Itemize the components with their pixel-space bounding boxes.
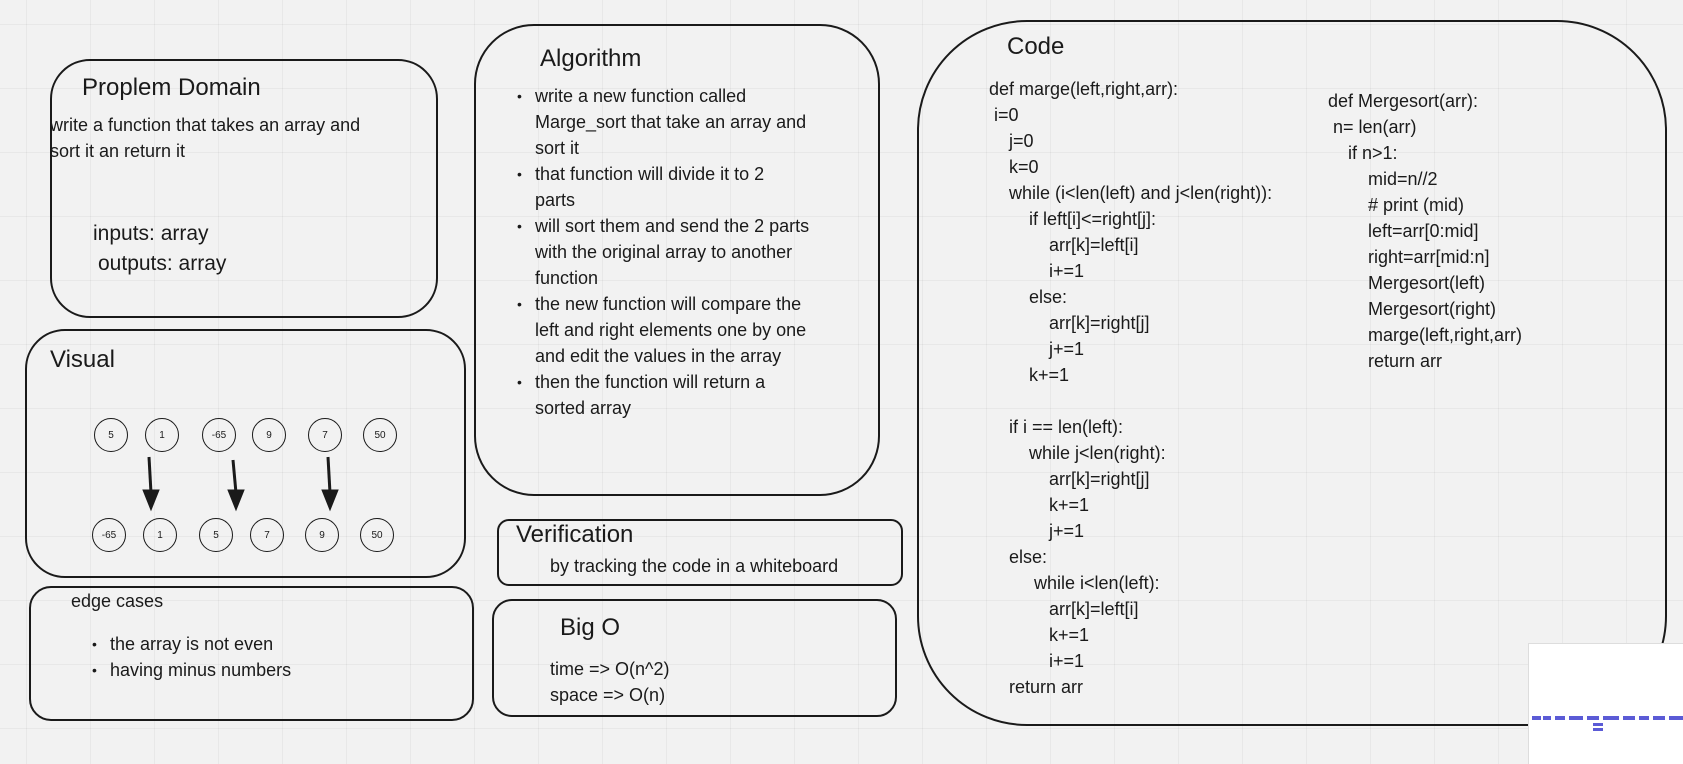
big-o-time: time => O(n^2) [550, 659, 670, 679]
code-line: arr[k]=right[j] [989, 313, 1150, 333]
algorithm-step-line: sorted array [535, 398, 632, 418]
problem-domain-line-1: write a function that takes an array and [50, 115, 361, 135]
code-line: arr[k]=left[i] [989, 235, 1139, 255]
minimap[interactable] [1528, 643, 1683, 764]
problem-domain-outputs: outputs: array [98, 252, 227, 275]
problem-domain-frame[interactable] [50, 59, 438, 318]
code-line: while i<len(left): [989, 573, 1160, 593]
code-line: k+=1 [989, 495, 1090, 515]
down-arrow [142, 456, 160, 512]
array-node: 50 [363, 418, 397, 452]
algorithm-step-line: function [535, 268, 599, 288]
code-line: i=0 [989, 105, 1019, 125]
array-node: -65 [202, 418, 236, 452]
algorithm-step-line: the new function will compare the [535, 294, 802, 314]
code-line: return arr [989, 677, 1084, 697]
array-node: 50 [360, 518, 394, 552]
algorithm-step-line: with the original array to another [535, 242, 793, 262]
visual-frame[interactable] [25, 329, 466, 578]
code-line: arr[k]=left[i] [989, 599, 1139, 619]
array-node: 9 [305, 518, 339, 552]
code-line: k+=1 [989, 625, 1090, 645]
code-line: mid=n//2 [1328, 169, 1438, 189]
code-line: left=arr[0:mid] [1328, 221, 1479, 241]
edge-cases-list: the array is not even having minus numbe… [92, 631, 291, 683]
verification-title: Verification [516, 521, 634, 548]
array-node: 7 [308, 418, 342, 452]
code-line: j+=1 [989, 339, 1085, 359]
algorithm-step-line: left and right elements one by one [535, 320, 807, 340]
algorithm-step-line: sort it [535, 138, 580, 158]
algorithm-step: will sort them and send the 2 parts with… [517, 213, 810, 291]
big-o-frame[interactable] [492, 599, 897, 717]
code-frame[interactable] [917, 20, 1667, 726]
verification-frame[interactable] [497, 519, 903, 586]
array-node: 5 [94, 418, 128, 452]
code-title: Code [1007, 33, 1065, 60]
code-line: Mergesort(left) [1328, 273, 1486, 293]
array-node: 1 [145, 418, 179, 452]
code-line: k=0 [989, 157, 1039, 177]
edge-case-item: the array is not even [92, 631, 291, 657]
array-node: 9 [252, 418, 286, 452]
code-line: j+=1 [989, 521, 1085, 541]
array-node: -65 [92, 518, 126, 552]
array-node: 7 [250, 518, 284, 552]
algorithm-title: Algorithm [540, 45, 642, 72]
algorithm-step-line: Marge_sort that take an array and [535, 112, 807, 132]
algorithm-step-line: parts [535, 190, 576, 210]
code-line: i+=1 [989, 261, 1085, 281]
edge-case-item: having minus numbers [92, 657, 291, 683]
problem-domain-title: Proplem Domain [82, 74, 261, 101]
edge-cases-title: edge cases [71, 591, 164, 611]
code-line: j=0 [989, 131, 1034, 151]
code-line: if left[i]<=right[j]: [989, 209, 1157, 229]
code-line: while (i<len(left) and j<len(right)): [989, 183, 1273, 203]
algorithm-step: write a new function called Marge_sort t… [517, 83, 809, 161]
code-line: def Mergesort(arr): [1328, 91, 1479, 111]
code-line: # print (mid) [1328, 195, 1465, 215]
down-arrow [227, 459, 245, 512]
problem-domain-line-2: sort it an return it [50, 141, 186, 161]
edge-cases-frame[interactable] [29, 586, 474, 721]
algorithm-step-line: that function will divide it to 2 [535, 164, 765, 184]
big-o-space: space => O(n) [550, 685, 666, 705]
algorithm-step: the new function will compare the left a… [517, 291, 809, 369]
algorithm-step-line: then the function will return a [535, 372, 766, 392]
code-line: while j<len(right): [989, 443, 1166, 463]
code-line: n= len(arr) [1328, 117, 1417, 137]
code-line: else: [989, 547, 1048, 567]
array-node: 1 [143, 518, 177, 552]
visual-title: Visual [50, 346, 115, 373]
minimap-preview [1532, 716, 1683, 731]
problem-domain-inputs: inputs: array [93, 222, 209, 245]
code-line: marge(left,right,arr) [1328, 325, 1523, 345]
code-line: i+=1 [989, 651, 1085, 671]
code-line: return arr [1328, 351, 1443, 371]
algorithm-step: then the function will return a sorted a… [517, 369, 809, 421]
code-line: if i == len(left): [989, 417, 1124, 437]
array-node: 5 [199, 518, 233, 552]
code-line: k+=1 [989, 365, 1070, 385]
down-arrow [321, 456, 339, 512]
algorithm-step: that function will divide it to 2 parts [517, 161, 809, 213]
algorithm-steps: write a new function called Marge_sort t… [517, 83, 810, 421]
code-line: Mergesort(right) [1328, 299, 1497, 319]
algorithm-step-line: write a new function called [535, 86, 747, 106]
big-o-title: Big O [560, 614, 621, 641]
code-line: else: [989, 287, 1068, 307]
algorithm-frame[interactable] [474, 24, 880, 496]
code-line: if n>1: [1328, 143, 1398, 163]
verification-text: by tracking the code in a whiteboard [550, 556, 839, 576]
code-line: def marge(left,right,arr): [989, 79, 1179, 99]
code-line: right=arr[mid:n] [1328, 247, 1490, 267]
code-line: arr[k]=right[j] [989, 469, 1150, 489]
algorithm-step-line: will sort them and send the 2 parts [535, 216, 810, 236]
algorithm-step-line: and edit the values in the array [535, 346, 782, 366]
